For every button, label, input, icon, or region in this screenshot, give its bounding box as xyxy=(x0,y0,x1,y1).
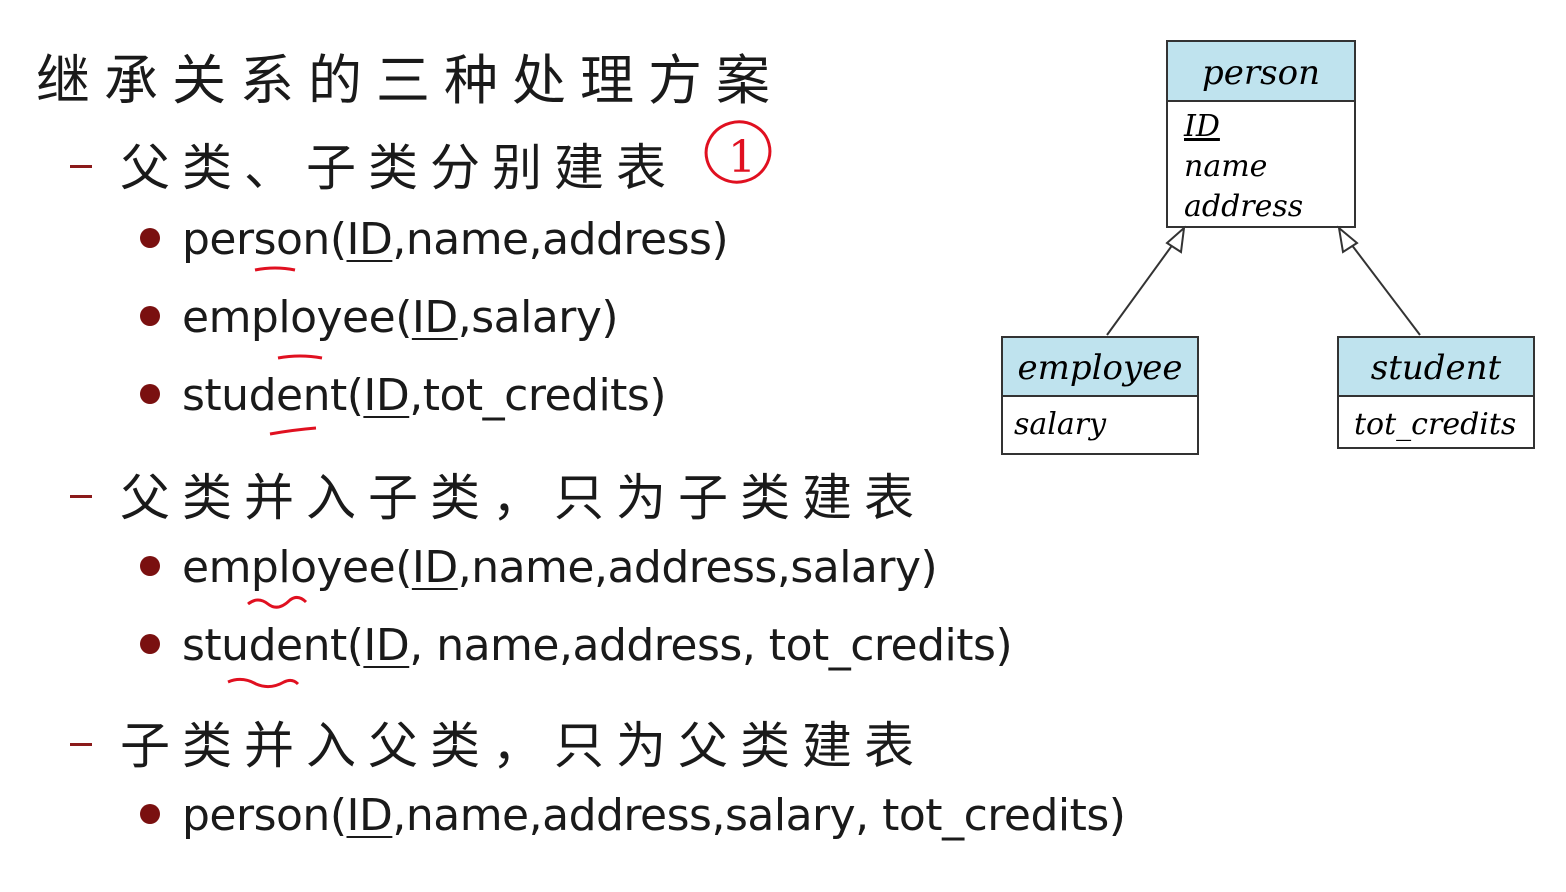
table-name: student xyxy=(182,620,347,671)
generalization-arrow xyxy=(1106,225,1186,336)
table-name: employee xyxy=(182,542,396,593)
entity-attribute: salary xyxy=(1014,407,1107,442)
entity-name: student xyxy=(1371,348,1502,388)
table-name: employee xyxy=(182,292,396,343)
table-columns: ,salary) xyxy=(457,292,619,343)
primary-key: ID xyxy=(411,292,458,343)
section-heading-1: 父类、子类分别建表 xyxy=(70,128,678,200)
entity-attribute: name xyxy=(1184,149,1267,184)
section-heading-text: 子类并入父类，只为父类建表 xyxy=(120,717,926,775)
generalization-arrow xyxy=(1337,225,1421,336)
table-columns: , name,address, tot_credits) xyxy=(409,620,1013,671)
section-heading-2: 父类并入子类，只为子类建表 xyxy=(70,458,926,530)
list-item: student(ID, name,address, tot_credits) xyxy=(140,620,1013,671)
table-columns: ,tot_credits) xyxy=(409,370,667,421)
section-heading-3: 子类并入父类，只为父类建表 xyxy=(70,706,926,778)
section-heading-text: 父类、子类分别建表 xyxy=(120,139,678,197)
bullet-icon xyxy=(140,306,160,326)
dash-marker xyxy=(70,494,92,498)
table-columns: ,name,address,salary) xyxy=(457,542,938,593)
primary-key: ID xyxy=(411,542,458,593)
primary-key: ID xyxy=(346,790,393,841)
entity-attribute: address xyxy=(1184,189,1303,224)
entity-name: person xyxy=(1202,53,1320,93)
bullet-icon xyxy=(140,384,160,404)
entity-name: employee xyxy=(1018,348,1183,388)
table-columns: ,name,address,salary, tot_credits) xyxy=(392,790,1126,841)
list-item: person(ID,name,address) xyxy=(140,214,729,265)
dash-marker xyxy=(70,742,92,746)
page-title: 继承关系的三种处理方案 xyxy=(36,49,784,112)
primary-key: ID xyxy=(363,620,410,671)
employee-entity: employee salary xyxy=(1001,336,1199,455)
list-item: student(ID,tot_credits) xyxy=(140,370,667,421)
table-name: person xyxy=(182,214,330,265)
entity-attribute: ID xyxy=(1183,109,1220,144)
list-item: employee(ID,name,address,salary) xyxy=(140,542,938,593)
bullet-icon xyxy=(140,556,160,576)
table-name: student xyxy=(182,370,347,421)
primary-key: ID xyxy=(363,370,410,421)
dash-marker xyxy=(70,164,92,168)
primary-key: ID xyxy=(346,214,393,265)
entity-attribute: tot_credits xyxy=(1354,407,1516,442)
student-entity: student tot_credits xyxy=(1337,336,1535,449)
table-name: person xyxy=(182,790,330,841)
bullet-icon xyxy=(140,634,160,654)
section-heading-text: 父类并入子类，只为子类建表 xyxy=(120,469,926,527)
person-entity: person ID name address xyxy=(1166,40,1356,228)
table-columns: ,name,address) xyxy=(392,214,729,265)
list-item: person(ID,name,address,salary, tot_credi… xyxy=(140,790,1126,841)
bullet-icon xyxy=(140,804,160,824)
bullet-icon xyxy=(140,228,160,248)
list-item: employee(ID,salary) xyxy=(140,292,619,343)
